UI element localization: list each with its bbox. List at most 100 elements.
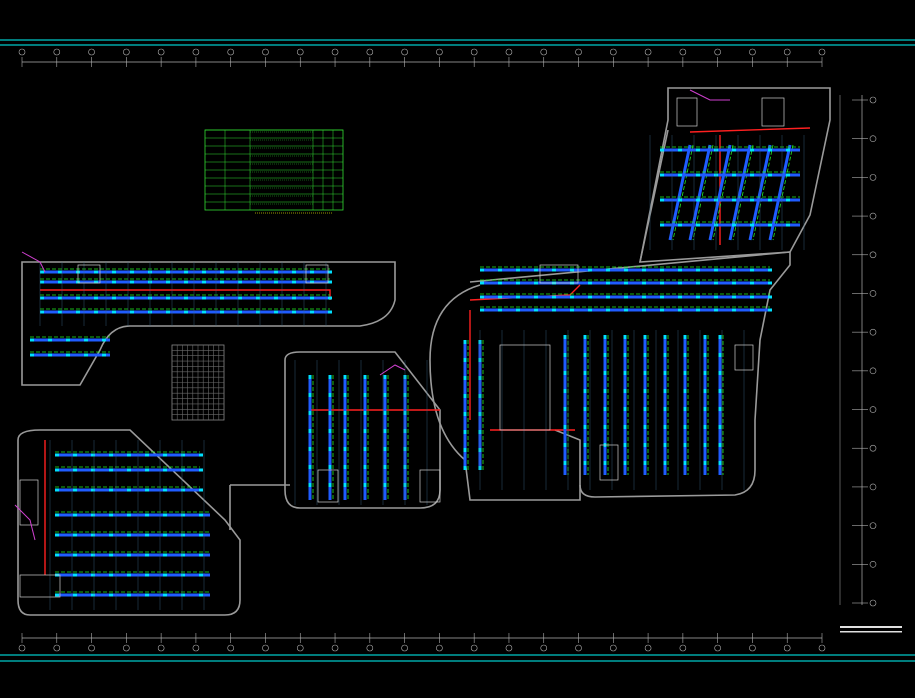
diffuser [696, 281, 700, 285]
axis-bubble [818, 48, 826, 56]
diffuser [130, 280, 134, 284]
diffuser [552, 295, 556, 299]
diffuser [583, 425, 587, 429]
diffuser [163, 513, 167, 517]
diffuser [55, 593, 59, 597]
diffuser [40, 296, 44, 300]
diffuser [109, 513, 113, 517]
axis-bubble [869, 135, 877, 142]
diffuser [623, 461, 627, 465]
diffuser [624, 268, 628, 272]
diffuser [274, 310, 278, 314]
diffuser [663, 443, 667, 447]
diffuser [463, 430, 467, 434]
diffuser [163, 533, 167, 537]
diffuser [166, 296, 170, 300]
axis-bubble [575, 48, 582, 56]
stair-cores [19, 97, 785, 598]
diffuser [606, 295, 610, 299]
diffuser [463, 466, 467, 470]
diffuser [238, 280, 242, 284]
diffuser [163, 573, 167, 577]
diffuser [624, 281, 628, 285]
axis-bubble [401, 644, 408, 652]
diffuser [606, 268, 610, 272]
diffuser [623, 443, 627, 447]
diffuser [678, 308, 682, 312]
diffuser [91, 453, 95, 457]
axis-bubble [401, 48, 408, 56]
diffuser [663, 461, 667, 465]
diffuser [563, 371, 567, 375]
diffuser [48, 338, 52, 342]
diffuser [696, 295, 700, 299]
diffuser [563, 407, 567, 411]
diffuser [683, 407, 687, 411]
diffuser [534, 268, 538, 272]
diffuser [163, 593, 167, 597]
diffuser [603, 371, 607, 375]
diffuser [768, 281, 772, 285]
diffuser [660, 173, 664, 177]
diffuser [583, 407, 587, 411]
diffuser [91, 553, 95, 557]
axis-bubble [714, 48, 721, 56]
diffuser [112, 270, 116, 274]
diffuser [603, 389, 607, 393]
diffuser [145, 553, 149, 557]
diffuser [718, 407, 722, 411]
diffuser [363, 429, 367, 433]
diffuser [109, 573, 113, 577]
right-axis-dimension-column [839, 95, 877, 607]
axis-bubble [869, 174, 877, 181]
diffuser [703, 443, 707, 447]
diffuser [678, 268, 682, 272]
axis-bubble [610, 48, 617, 56]
diffuser [66, 338, 70, 342]
diffuser [73, 573, 77, 577]
diffuser [328, 411, 332, 415]
diffuser [308, 447, 312, 451]
diffuser [166, 270, 170, 274]
axis-bubble [470, 48, 478, 56]
diffuser [570, 308, 574, 312]
diffuser [274, 296, 278, 300]
diffuser [181, 468, 185, 472]
diffuser [718, 389, 722, 393]
diffuser [588, 295, 592, 299]
diffuser [274, 270, 278, 274]
diffuser [714, 308, 718, 312]
diffuser [534, 281, 538, 285]
diffuser [696, 148, 700, 152]
diffuser [343, 375, 347, 379]
diffuser [363, 393, 367, 397]
diffuser [343, 483, 347, 487]
diffuser [127, 488, 131, 492]
diffuser [112, 280, 116, 284]
diffuser [238, 310, 242, 314]
axis-bubble [714, 644, 721, 652]
diffuser [199, 453, 203, 457]
diffuser [91, 593, 95, 597]
diffuser [642, 308, 646, 312]
diffuser [181, 533, 185, 537]
diffuser [145, 453, 149, 457]
diffuser [703, 353, 707, 357]
diffuser [678, 198, 682, 202]
diffuser [516, 295, 520, 299]
diffuser [94, 270, 98, 274]
diffuser [91, 573, 95, 577]
diffuser [732, 268, 736, 272]
diffuser [696, 198, 700, 202]
diffuser [328, 296, 332, 300]
axis-bubble [749, 644, 756, 652]
diffuser [220, 310, 224, 314]
axis-bubble [18, 48, 26, 56]
diffuser [84, 353, 88, 357]
diffuser [199, 513, 203, 517]
diffuser [718, 335, 722, 339]
diffuser [48, 353, 52, 357]
diffuser [163, 468, 167, 472]
diffuser [184, 310, 188, 314]
